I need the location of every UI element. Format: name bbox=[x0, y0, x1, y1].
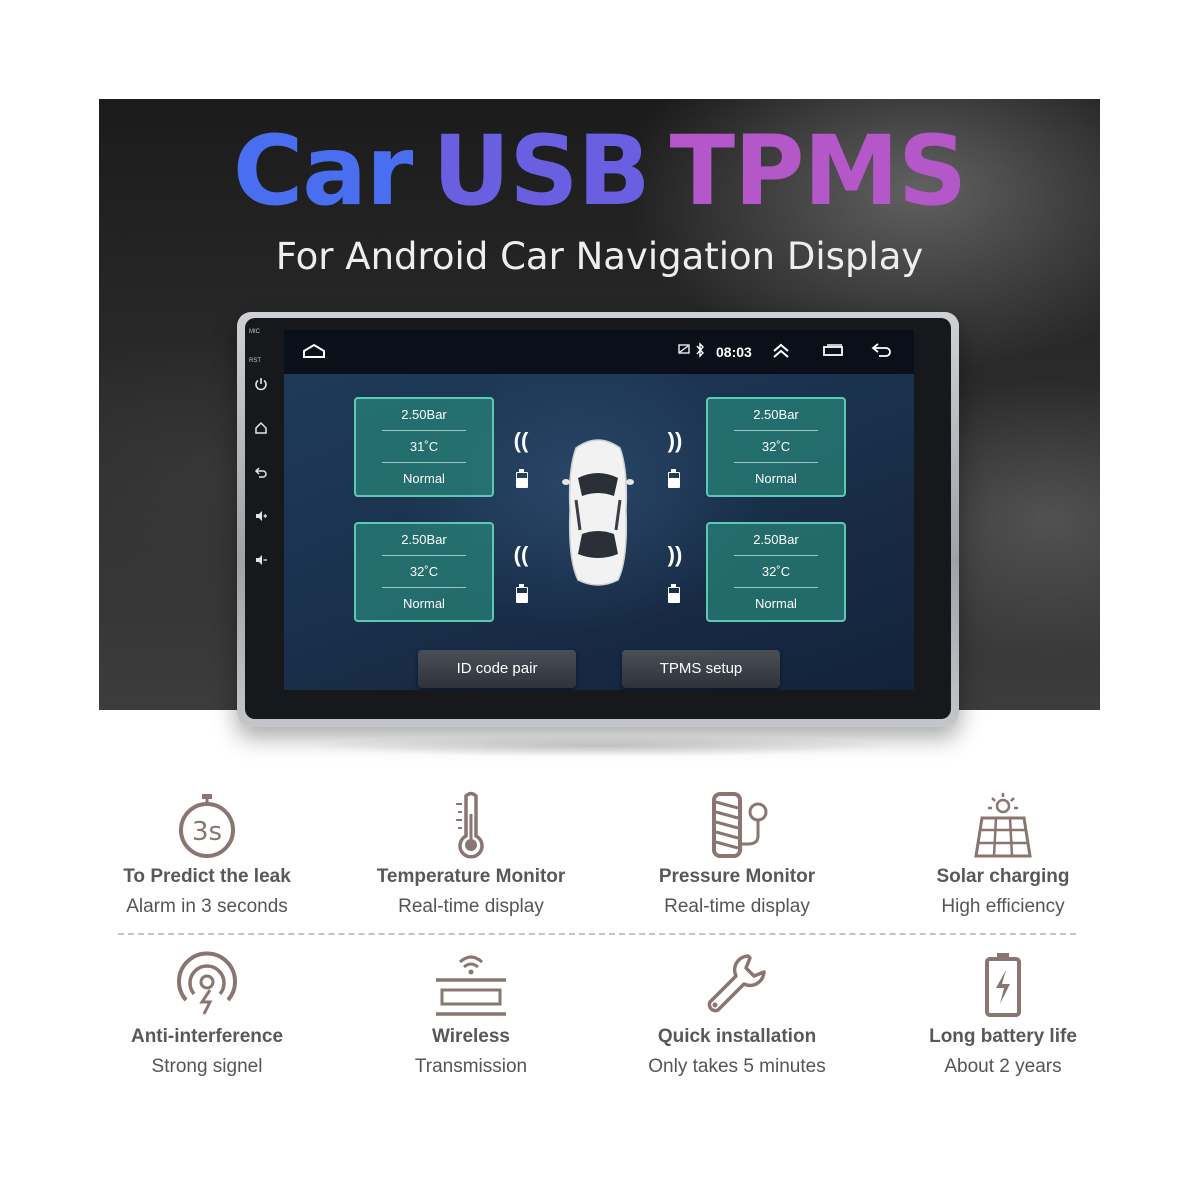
status-bar: 08:03 bbox=[284, 330, 914, 374]
title-car: Car bbox=[232, 115, 414, 227]
tire-divider bbox=[734, 462, 818, 463]
tire-card-front-right[interactable]: 2.50Bar 32˚C Normal bbox=[706, 397, 846, 497]
feature-title: Anti-interference bbox=[130, 1026, 284, 1047]
tire-pressure: 2.50Bar bbox=[401, 407, 447, 422]
feature-temperature-monitor: Temperature Monitor Real-time display bbox=[341, 790, 601, 930]
battery-small-icon bbox=[516, 584, 528, 603]
feature-title: Pressure Monitor bbox=[658, 866, 816, 887]
signal-right-icon: )) bbox=[667, 542, 683, 567]
tire-card-rear-right[interactable]: 2.50Bar 32˚C Normal bbox=[706, 522, 846, 622]
tire-card-rear-left[interactable]: 2.50Bar 32˚C Normal bbox=[354, 522, 494, 622]
title-usb: USB bbox=[432, 115, 650, 227]
tire-card-front-left[interactable]: 2.50Bar 31˚C Normal bbox=[354, 397, 494, 497]
feature-subtitle: Transmission bbox=[414, 1056, 528, 1077]
double-chevron-up-icon[interactable] bbox=[770, 342, 792, 362]
feature-subtitle: Real-time display bbox=[398, 896, 544, 917]
solar-panel-icon bbox=[974, 793, 1032, 858]
back-arrow-icon[interactable] bbox=[870, 342, 896, 362]
signal-left-icon: (( bbox=[513, 542, 529, 567]
feature-title: Temperature Monitor bbox=[376, 866, 566, 887]
feature-subtitle: Real-time display bbox=[664, 896, 810, 917]
home-outline-icon[interactable] bbox=[300, 342, 328, 362]
sim-icon bbox=[677, 342, 691, 362]
hero-subtitle: For Android Car Navigation Display bbox=[275, 235, 924, 278]
tire-temperature: 32˚C bbox=[409, 564, 439, 579]
tire-divider bbox=[382, 555, 466, 556]
title-tpms: TPMS bbox=[669, 115, 968, 227]
feature-subtitle: Alarm in 3 seconds bbox=[126, 896, 288, 917]
volume-up-icon[interactable] bbox=[253, 509, 269, 525]
feature-anti-interference: Anti-interference Strong signel bbox=[77, 950, 337, 1090]
side-controls: MIC RST bbox=[247, 325, 277, 605]
battery-small-icon bbox=[516, 469, 528, 488]
tire-pressure: 2.50Bar bbox=[753, 407, 799, 422]
rst-label: RST bbox=[249, 358, 261, 364]
home-icon[interactable] bbox=[253, 421, 269, 437]
tpms-screen: 08:03 2.50Bar 31˚C Normal 2.50Bar 32˚C N… bbox=[284, 330, 914, 690]
tire-status: Normal bbox=[755, 471, 797, 486]
stopwatch-label: 3s bbox=[192, 817, 222, 847]
car-top-view-icon bbox=[562, 439, 634, 586]
tire-temperature: 32˚C bbox=[761, 564, 791, 579]
battery-icon bbox=[985, 953, 1021, 1017]
feature-title: Solar charging bbox=[936, 866, 1070, 887]
feature-divider bbox=[118, 933, 1076, 935]
status-time: 08:03 bbox=[716, 344, 752, 360]
feature-title: Wireless bbox=[432, 1026, 510, 1047]
device-shadow bbox=[300, 735, 900, 757]
tire-divider bbox=[734, 430, 818, 431]
battery-small-icon bbox=[668, 584, 680, 603]
feature-subtitle: Strong signel bbox=[151, 1056, 263, 1077]
feature-subtitle: Only takes 5 minutes bbox=[648, 1056, 826, 1077]
tire-divider bbox=[382, 462, 466, 463]
tire-gauge-icon bbox=[712, 792, 768, 858]
battery-small-icon bbox=[668, 469, 680, 488]
tpms-setup-button[interactable]: TPMS setup bbox=[622, 650, 780, 688]
wrench-icon bbox=[707, 954, 766, 1013]
tire-pressure: 2.50Bar bbox=[753, 532, 799, 547]
feature-solar-charging: Solar charging High efficiency bbox=[873, 790, 1133, 930]
signal-left-icon: (( bbox=[513, 428, 529, 453]
feature-pressure-monitor: Pressure Monitor Real-time display bbox=[607, 790, 867, 930]
tire-temperature: 31˚C bbox=[409, 439, 439, 454]
back-icon[interactable] bbox=[253, 465, 269, 481]
stopwatch-icon: 3s bbox=[179, 794, 235, 858]
power-icon[interactable] bbox=[253, 377, 269, 393]
feature-title: To Predict the leak bbox=[123, 866, 291, 887]
feature-subtitle: High efficiency bbox=[941, 896, 1065, 917]
tire-status: Normal bbox=[403, 596, 445, 611]
feature-subtitle: About 2 years bbox=[944, 1056, 1062, 1077]
tire-divider bbox=[734, 555, 818, 556]
feature-wireless: Wireless Transmission bbox=[341, 950, 601, 1090]
id-code-pair-button[interactable]: ID code pair bbox=[418, 650, 576, 688]
feature-predict-leak: 3s To Predict the leak Alarm in 3 second… bbox=[77, 790, 337, 930]
feature-title: Long battery life bbox=[929, 1026, 1077, 1047]
thermometer-icon bbox=[456, 791, 484, 859]
volume-down-icon[interactable] bbox=[253, 553, 269, 569]
feature-long-battery-life: Long battery life About 2 years bbox=[873, 950, 1133, 1090]
tire-status: Normal bbox=[403, 471, 445, 486]
tire-divider bbox=[734, 587, 818, 588]
tire-pressure: 2.50Bar bbox=[401, 532, 447, 547]
tire-temperature: 32˚C bbox=[761, 439, 791, 454]
shield-signal-icon bbox=[177, 951, 237, 1015]
wireless-device-icon bbox=[436, 955, 506, 1016]
mic-label: MIC bbox=[249, 329, 260, 335]
recent-apps-icon[interactable] bbox=[820, 342, 846, 362]
feature-title: Quick installation bbox=[657, 1026, 817, 1047]
signal-right-icon: )) bbox=[667, 428, 683, 453]
feature-quick-installation: Quick installation Only takes 5 minutes bbox=[607, 950, 867, 1090]
tire-divider bbox=[382, 430, 466, 431]
bluetooth-icon bbox=[693, 342, 707, 362]
tire-divider bbox=[382, 587, 466, 588]
tire-status: Normal bbox=[755, 596, 797, 611]
